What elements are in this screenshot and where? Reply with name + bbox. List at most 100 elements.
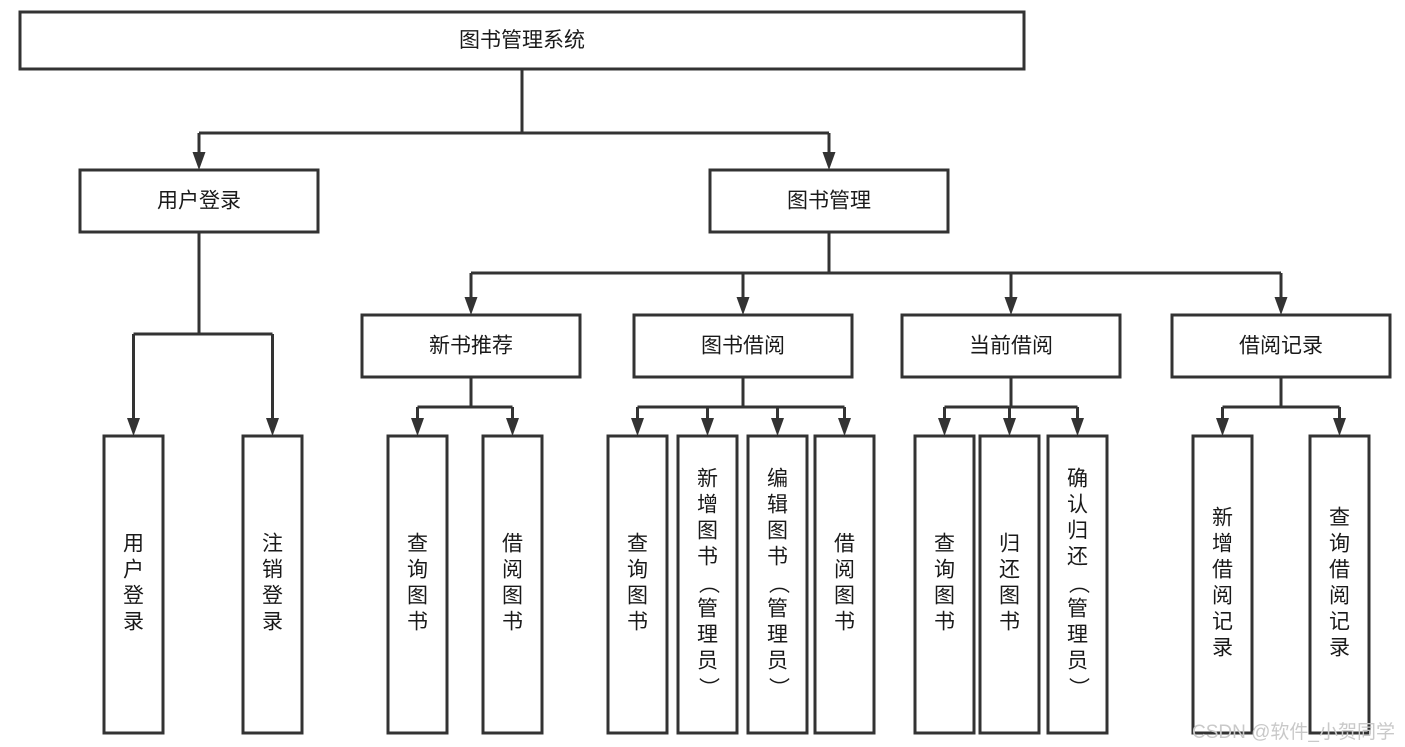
node-box-book-borrow bbox=[632, 313, 854, 379]
csdn-watermark: CSDN @软件_小贺同学 bbox=[1192, 722, 1395, 743]
node-box-leaf-logout bbox=[241, 434, 304, 735]
node-user-login[interactable]: 用户登录 bbox=[78, 168, 320, 234]
node-label-leaf-query-book-2-char-1: 询 bbox=[627, 559, 648, 582]
node-box-leaf-query-book-2 bbox=[606, 434, 669, 735]
node-label-leaf-logout-char-0: 注 bbox=[262, 533, 283, 556]
node-label-leaf-confirm-return-char-7: 员 bbox=[1067, 650, 1088, 673]
node-label-leaf-confirm-return-char-3: 还 bbox=[1067, 546, 1088, 569]
node-label-leaf-add-book-char-8: ） bbox=[697, 677, 720, 698]
node-new-book-rec[interactable]: 新书推荐 bbox=[360, 313, 582, 379]
node-label-leaf-logout-char-3: 录 bbox=[262, 611, 283, 634]
node-box-new-book-rec bbox=[360, 313, 582, 379]
node-label-leaf-borrow-book-2-char-3: 书 bbox=[834, 611, 855, 634]
node-label-leaf-borrow-book-2-char-0: 借 bbox=[834, 533, 855, 556]
connector-group-new-book-rec bbox=[411, 377, 519, 436]
node-label-leaf-add-record-char-3: 阅 bbox=[1212, 585, 1233, 608]
node-label-leaf-borrow-book-1-char-3: 书 bbox=[502, 611, 523, 634]
node-label-leaf-confirm-return-char-0: 确 bbox=[1067, 468, 1088, 491]
node-label-leaf-query-record-char-4: 记 bbox=[1329, 611, 1350, 634]
node-label-leaf-confirm-return-char-4: （ bbox=[1067, 573, 1090, 594]
arrowhead-icon bbox=[1216, 418, 1229, 436]
node-box-borrow-record bbox=[1170, 313, 1392, 379]
connector-group-user-login bbox=[127, 232, 279, 436]
node-label-leaf-borrow-book-2-char-1: 阅 bbox=[834, 559, 855, 582]
connector-group-current-borrow bbox=[938, 377, 1084, 436]
arrowhead-icon bbox=[1333, 418, 1346, 436]
node-label-leaf-add-book-char-2: 图 bbox=[697, 520, 718, 543]
arrowhead-icon bbox=[1071, 418, 1084, 436]
arrowhead-icon bbox=[266, 418, 279, 436]
node-label-leaf-confirm-return-char-2: 归 bbox=[1067, 520, 1088, 543]
arrowhead-icon bbox=[411, 418, 424, 436]
node-label-leaf-query-book-2-char-3: 书 bbox=[627, 611, 648, 634]
node-label-leaf-user-login-char-2: 登 bbox=[123, 585, 144, 608]
node-box-leaf-add-book bbox=[676, 434, 739, 735]
node-box-leaf-query-book-1 bbox=[386, 434, 449, 735]
node-borrow-record[interactable]: 借阅记录 bbox=[1170, 313, 1392, 379]
node-label-leaf-edit-book-char-7: 员 bbox=[767, 650, 788, 673]
node-box-root bbox=[18, 10, 1026, 71]
node-label-leaf-return-book-char-0: 归 bbox=[999, 533, 1020, 556]
node-label-leaf-query-record-char-3: 阅 bbox=[1329, 585, 1350, 608]
node-label-leaf-add-book-char-6: 理 bbox=[697, 624, 718, 647]
node-label-leaf-query-book-3-char-3: 书 bbox=[934, 611, 955, 634]
node-label-leaf-edit-book-char-6: 理 bbox=[767, 624, 788, 647]
node-label-leaf-add-book-char-0: 新 bbox=[697, 468, 718, 491]
node-label-leaf-query-book-1-char-3: 书 bbox=[407, 611, 428, 634]
node-label-leaf-add-book-char-4: （ bbox=[697, 573, 720, 594]
node-root[interactable]: 图书管理系统 bbox=[18, 10, 1026, 71]
node-label-leaf-add-book-char-7: 员 bbox=[697, 650, 718, 673]
connector-group-root bbox=[192, 69, 836, 170]
node-label-leaf-query-book-3-char-2: 图 bbox=[934, 585, 955, 608]
arrowhead-icon bbox=[464, 297, 478, 315]
node-label-leaf-confirm-return-char-1: 认 bbox=[1067, 494, 1088, 517]
arrowhead-icon bbox=[1004, 297, 1018, 315]
node-label-leaf-add-book-char-1: 增 bbox=[697, 494, 718, 517]
arrowhead-icon bbox=[938, 418, 951, 436]
node-box-user-login bbox=[78, 168, 320, 234]
node-label-leaf-query-book-3-char-1: 询 bbox=[934, 559, 955, 582]
arrowhead-icon bbox=[701, 418, 714, 436]
node-label-leaf-logout-char-1: 销 bbox=[262, 559, 283, 582]
node-label-leaf-return-book-char-3: 书 bbox=[999, 611, 1020, 634]
node-label-root: 图书管理系统 bbox=[459, 29, 585, 52]
connector-group-borrow-record bbox=[1216, 377, 1346, 436]
node-label-leaf-edit-book-char-5: 管 bbox=[767, 598, 788, 621]
node-label-leaf-add-record-char-0: 新 bbox=[1212, 507, 1233, 530]
node-label-leaf-query-record-char-0: 查 bbox=[1329, 507, 1350, 530]
connectors-layer bbox=[127, 69, 1346, 436]
node-box-leaf-confirm-return bbox=[1046, 434, 1109, 735]
connector-group-book-borrow bbox=[631, 377, 851, 436]
node-book-borrow[interactable]: 图书借阅 bbox=[632, 313, 854, 379]
node-label-leaf-return-book-char-1: 还 bbox=[999, 559, 1020, 582]
node-label-leaf-query-record-char-2: 借 bbox=[1329, 559, 1350, 582]
node-box-book-manage bbox=[708, 168, 950, 234]
node-box-leaf-borrow-book-2 bbox=[813, 434, 876, 735]
node-label-leaf-query-record-char-1: 询 bbox=[1329, 533, 1350, 556]
node-leaf-user-login[interactable]: 用户登录 bbox=[102, 434, 165, 735]
node-box-leaf-query-record bbox=[1308, 434, 1371, 735]
arrowhead-icon bbox=[1003, 418, 1016, 436]
node-label-leaf-borrow-book-1-char-0: 借 bbox=[502, 533, 523, 556]
arrowhead-icon bbox=[822, 152, 836, 170]
node-label-user-login: 用户登录 bbox=[157, 190, 241, 213]
node-label-leaf-add-record-char-1: 增 bbox=[1212, 533, 1233, 556]
node-label-leaf-add-record-char-2: 借 bbox=[1212, 559, 1233, 582]
node-book-manage[interactable]: 图书管理 bbox=[708, 168, 950, 234]
node-label-current-borrow: 当前借阅 bbox=[969, 335, 1053, 358]
arrowhead-icon bbox=[736, 297, 750, 315]
node-current-borrow[interactable]: 当前借阅 bbox=[900, 313, 1122, 379]
node-label-leaf-confirm-return-char-6: 理 bbox=[1067, 624, 1088, 647]
